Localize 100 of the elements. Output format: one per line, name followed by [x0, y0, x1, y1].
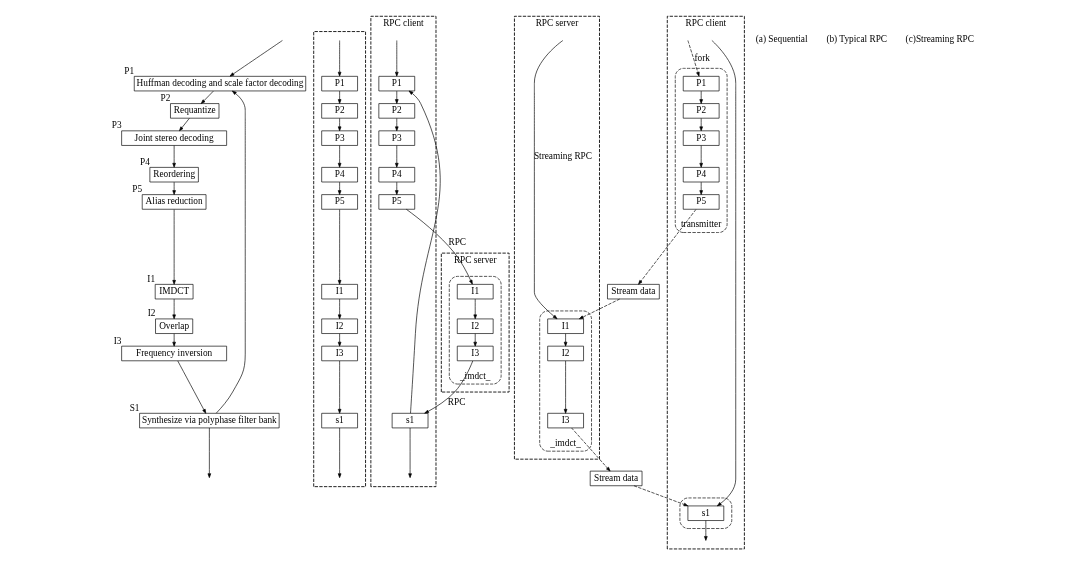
label: (a) Sequential: [755, 34, 808, 45]
arrow: [563, 360, 568, 414]
node-box: Joint stereo decoding: [121, 130, 227, 146]
cluster: [313, 31, 366, 488]
node-box: P2: [682, 103, 720, 119]
arrow: [395, 90, 399, 104]
node-box: I3: [321, 345, 358, 362]
node-box: P1: [378, 76, 416, 92]
cluster: [679, 497, 733, 529]
node-box: P5: [321, 194, 358, 210]
arrow: [395, 145, 399, 168]
arrow: [337, 90, 342, 104]
node-box: Alias reduction: [141, 194, 207, 210]
node-box: P2: [321, 103, 358, 119]
node-box: Frequency inversion: [121, 345, 227, 362]
node-box: P1: [321, 76, 358, 92]
node-box: I1: [321, 284, 358, 300]
node-box: I2: [547, 345, 584, 362]
arrow: [172, 298, 176, 320]
arrow: [424, 360, 474, 414]
node-box: I2: [321, 318, 358, 334]
arrow: [638, 209, 697, 285]
arrow: [177, 360, 207, 414]
label: (c)Streaming RPC: [905, 34, 975, 45]
node-box: Stream data: [589, 470, 643, 487]
node-box: Huffman decoding and scale factor decoding: [133, 76, 307, 92]
arrow: [337, 145, 342, 168]
node-label: S1: [129, 402, 140, 413]
node-box: Requantize: [170, 103, 220, 119]
arrow: [207, 427, 212, 478]
edge-label: RPC: [448, 237, 467, 248]
arrow: [534, 40, 564, 320]
arrow: [337, 181, 342, 195]
arrow: [578, 298, 620, 320]
node-box: s1: [321, 412, 358, 429]
node-box: Stream data: [607, 284, 660, 300]
arrow: [699, 181, 703, 195]
node-box: I1: [456, 284, 494, 300]
arrow: [215, 90, 246, 414]
arrow: [408, 427, 412, 478]
arrow: [704, 520, 708, 541]
arrow: [337, 209, 342, 285]
arrow: [633, 485, 689, 507]
edge-label: fork: [694, 52, 710, 63]
arrow: [172, 333, 176, 347]
arrow: [699, 90, 703, 104]
arrow: [337, 360, 342, 414]
node-box: P1: [682, 76, 720, 92]
node-box: Synthesize via polyphase filter bank: [139, 412, 280, 429]
arrow: [699, 145, 703, 168]
node-box: s1: [687, 505, 725, 521]
arrow: [687, 40, 700, 77]
arrow: [406, 208, 473, 285]
arrow: [172, 181, 176, 195]
node-box: P4: [321, 167, 358, 183]
arrow: [699, 118, 703, 132]
arrow: [337, 40, 342, 77]
arrow: [563, 333, 568, 347]
label: (b) Typical RPC: [826, 34, 888, 45]
arrow: [337, 118, 342, 132]
node-box: IMDCT: [154, 284, 194, 300]
arrow: [473, 298, 477, 320]
arrow: [172, 145, 176, 168]
node-box: P4: [682, 167, 720, 183]
edge-label: Streaming RPC: [533, 150, 593, 161]
node-label: P5: [132, 184, 143, 195]
arrow: [337, 427, 342, 478]
node-box: P5: [682, 194, 720, 210]
arrow: [337, 298, 342, 320]
node-box: Reordering: [149, 167, 199, 183]
node-label: I3: [113, 335, 122, 346]
node-box: P2: [378, 103, 416, 119]
node-label: P4: [139, 156, 150, 167]
arrow: [229, 40, 283, 77]
node-box: I1: [547, 318, 584, 334]
node-box: P4: [378, 167, 416, 183]
node-box: P3: [321, 130, 358, 146]
arrow: [395, 40, 399, 77]
node-box: I3: [547, 412, 584, 429]
node-box: P3: [682, 130, 720, 146]
arrow: [172, 209, 176, 285]
node-box: I3: [456, 345, 494, 362]
edge-label: RPC: [447, 396, 466, 407]
node-box: I2: [456, 318, 494, 334]
node-label: I1: [147, 273, 156, 284]
node-box: P3: [378, 130, 416, 146]
arrow: [200, 90, 214, 104]
arrow: [395, 181, 399, 195]
node-box: Overlap: [155, 318, 194, 334]
node-box: s1: [391, 412, 429, 429]
node-label: P3: [111, 120, 122, 131]
arrow: [473, 333, 477, 347]
node-box: P5: [378, 194, 416, 210]
node-label: P1: [124, 65, 135, 76]
arrow: [337, 333, 342, 347]
arrow: [408, 90, 441, 414]
node-label: I2: [147, 308, 156, 319]
arrow: [711, 40, 737, 507]
arrow: [571, 427, 611, 472]
arrow: [395, 118, 399, 132]
